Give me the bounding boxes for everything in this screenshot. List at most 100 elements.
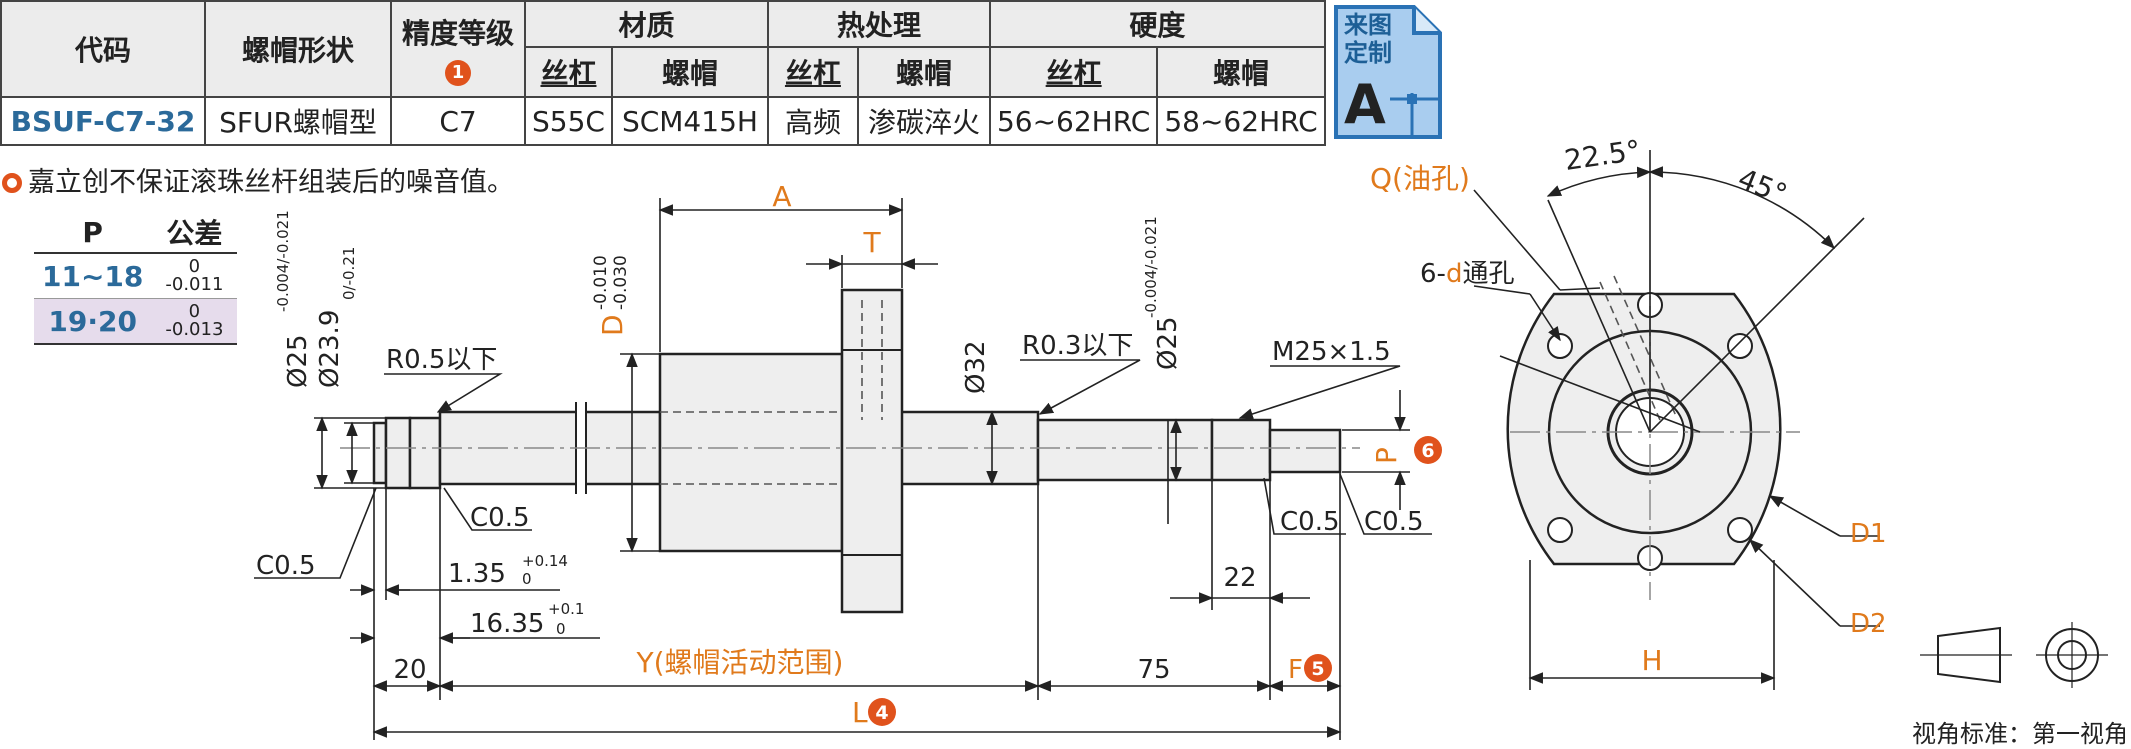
dim-T-label: T [862, 226, 881, 259]
dim-135-tol-low: 0 [522, 570, 532, 588]
dim-dia239: Ø23.9 [315, 310, 345, 388]
cell-nut-shape: SFUR螺帽型 [204, 96, 392, 146]
note-text: 嘉立创不保证滚珠丝杆组装后的噪音值。 [28, 167, 514, 198]
tol-value: 0 -0.011 [151, 253, 238, 299]
oil-hole-Q: Q(油孔) [1370, 162, 1470, 195]
dim-H-label: H [1641, 644, 1662, 677]
shaft-m25-thread [1210, 418, 1272, 482]
tol-header-p: P [34, 212, 152, 254]
header-hard-nut: 螺帽 [1156, 46, 1326, 98]
badge4: 4 [875, 702, 888, 724]
spec-table: 代码 螺帽形状 精度等级 1 材质 热处理 硬度 丝杠 螺帽 丝杠 螺帽 丝杠 … [0, 0, 1326, 146]
shaft-p-end [1268, 428, 1342, 474]
dim-D-tol-up: -0.010 [591, 255, 611, 310]
table-row: 19·20 0 -0.013 [34, 298, 238, 345]
header-nut-shape: 螺帽形状 [204, 0, 392, 98]
dim-D-tol-low: -0.030 [611, 255, 631, 310]
dim-Y-label: Y(螺帽活动范围) [636, 646, 844, 679]
dim-c05-b: C0.5 [256, 551, 316, 581]
document-icon [1334, 5, 1442, 139]
shaft-end-groove [372, 421, 388, 485]
tol-value: 0 -0.013 [151, 298, 238, 345]
nut-body [658, 352, 844, 553]
shaft-bearing-seat [1036, 418, 1214, 482]
badge5-icon [1304, 654, 1332, 682]
dim-22: 22 [1223, 563, 1256, 593]
shaft-left-bearing-seat [408, 416, 442, 490]
tol-p: 19·20 [34, 298, 152, 345]
shaft-thread-right [898, 410, 1040, 486]
dim-dia239-tol: 0/-0.21 [340, 247, 358, 300]
table-row: BSUF-C7-32 SFUR螺帽型 C7 S55C SCM415H 高频 渗碳… [0, 96, 1326, 146]
header-hard-screw: 丝杠 [988, 46, 1159, 98]
angle-22-5: 22.5° [1562, 134, 1642, 177]
view-standard: 视角标准：第一视角 [1912, 720, 2128, 748]
bolt-hole [1547, 333, 1573, 359]
header-material: 材质 [524, 0, 769, 48]
dim-r03: R0.3以下 [1022, 331, 1133, 361]
dim-r05: R0.5以下 [386, 345, 497, 375]
dim-1635-tol-up: +0.1 [548, 600, 584, 618]
dim-75: 75 [1137, 655, 1170, 685]
dim-c05-a: C0.5 [470, 503, 530, 533]
noise-note: 嘉立创不保证滚珠丝杆组装后的噪音值。 [2, 160, 514, 199]
dim-1635-tol-low: 0 [556, 620, 566, 638]
flange-front-view [1506, 260, 1800, 600]
shaft-end-journal [384, 416, 412, 490]
nut-flange [840, 288, 904, 614]
header-material-nut: 螺帽 [610, 46, 769, 98]
dim-P-label: P [1370, 447, 1403, 464]
shaft-side-view [372, 410, 1342, 490]
note-bullet-icon [2, 173, 22, 193]
table-row: 11~18 0 -0.011 [34, 253, 238, 299]
cell-material-screw: S55C [524, 96, 613, 146]
dim-F-label: F [1288, 655, 1303, 685]
dim-dia32: Ø32 [961, 340, 991, 394]
dim-20: 20 [393, 655, 426, 685]
cell-hard-screw: 56~62HRC [988, 96, 1159, 146]
header-precision: 精度等级 1 [390, 0, 526, 98]
dim-1635: 16.35 [470, 609, 544, 639]
dim-135: 1.35 [448, 559, 506, 589]
badge6: 6 [1421, 440, 1434, 462]
badge5: 5 [1311, 658, 1324, 680]
header-hardness: 硬度 [988, 0, 1326, 48]
angle-45: 45° [1733, 162, 1791, 211]
header-heat-nut: 螺帽 [856, 46, 991, 98]
hole-callout: 6-d通孔 [1420, 259, 1514, 289]
nut-side-view [658, 288, 904, 614]
dim-dia25-right-tol: -0.004/-0.021 [1142, 216, 1160, 318]
header-heat: 热处理 [766, 0, 991, 48]
dim-D1: D1 [1850, 519, 1887, 549]
dim-135-tol-up: +0.14 [522, 552, 568, 570]
header-code: 代码 [0, 0, 206, 98]
dim-c05-d: C0.5 [1364, 507, 1424, 537]
cell-precision: C7 [390, 96, 526, 146]
custom-badge-letter: A [1344, 73, 1386, 136]
tol-p: 11~18 [34, 253, 152, 299]
dim-dia25-left-tol: -0.004/-0.021 [274, 210, 292, 312]
cell-hard-nut: 58~62HRC [1156, 96, 1326, 146]
cell-material-nut: SCM415H [610, 96, 769, 146]
bolt-hole [1727, 517, 1753, 543]
custom-badge-label: 来图 定制 [1344, 11, 1392, 67]
custom-drawing-badge[interactable]: 来图 定制 A [1330, 3, 1444, 141]
projection-symbol-icon [1920, 622, 2108, 688]
badge6-icon [1414, 436, 1442, 464]
cell-code[interactable]: BSUF-C7-32 [0, 96, 206, 146]
dim-dia25-right: Ø25 [1153, 316, 1183, 370]
header-material-screw: 丝杠 [524, 46, 613, 98]
bolt-hole [1727, 333, 1753, 359]
badge4-icon [868, 698, 896, 726]
dim-D-label: D [596, 314, 629, 336]
precision-badge: 1 [445, 60, 471, 86]
dim-dia25-left: Ø25 [283, 334, 313, 388]
header-heat-screw: 丝杠 [766, 46, 859, 98]
cell-heat-screw: 高频 [766, 96, 859, 146]
dim-D2: D2 [1850, 609, 1887, 639]
dim-L-label: L [852, 696, 868, 729]
dim-A-label: A [772, 180, 791, 213]
bolt-hole [1547, 517, 1573, 543]
tolerance-table: P 公差 11~18 0 -0.011 19·20 0 -0.013 [34, 212, 238, 345]
